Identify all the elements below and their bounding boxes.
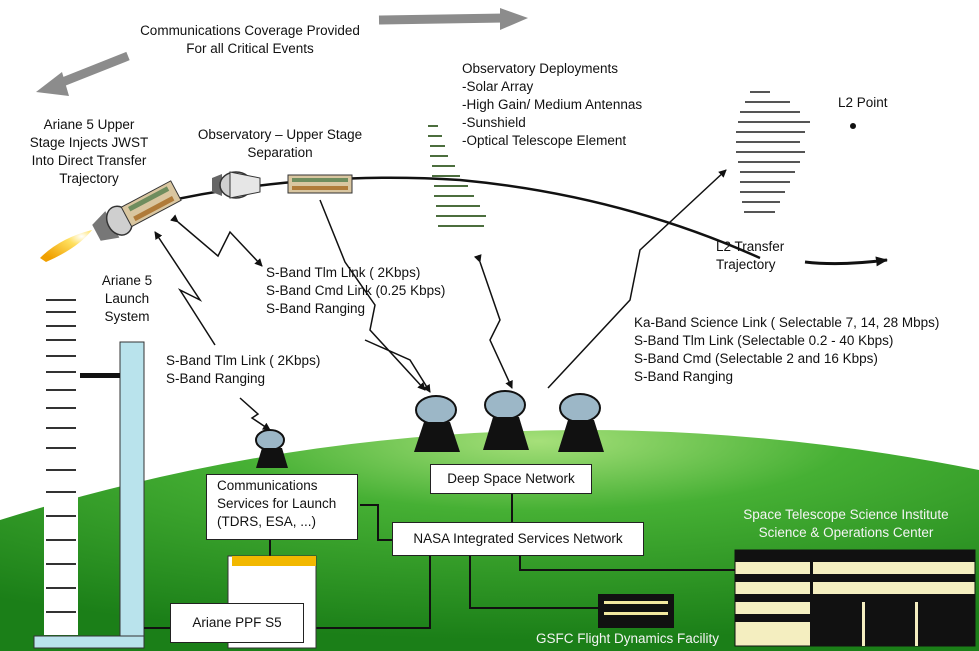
- ka-band-line-3: S-Band Cmd (Selectable 2 and 16 Kbps): [634, 351, 878, 366]
- sband-dsn-line-1: S-Band Tlm Link ( 2Kbps): [266, 265, 421, 280]
- link-upperstage-to-dsn: [364, 339, 431, 393]
- sband-launch-links-label: S-Band Tlm Link ( 2Kbps) S-Band Ranging: [166, 352, 320, 388]
- injection-line-3: Into Direct Transfer: [31, 153, 147, 168]
- ariane5-rocket-on-pad: [44, 295, 78, 635]
- deployment-item: -Solar Array: [462, 79, 534, 94]
- dsn-antenna-icon-2: [483, 390, 529, 450]
- deployments-label: Observatory Deployments -Solar Array -Hi…: [462, 60, 642, 150]
- coverage-arrow-left: [36, 51, 130, 96]
- launch-services-box: Communications Services for Launch (TDRS…: [206, 474, 358, 540]
- link-launch-to-upper-stage: [154, 231, 216, 346]
- deployment-item: -High Gain/ Medium Antennas: [462, 97, 643, 112]
- l2-transfer-arrow: [804, 256, 888, 267]
- coverage-line-2: For all Critical Events: [186, 41, 314, 56]
- gsfc-label: GSFC Flight Dynamics Facility: [536, 631, 720, 646]
- deployments-title: Observatory Deployments: [462, 61, 619, 76]
- l2-transfer-line-2: Trajectory: [716, 257, 776, 272]
- l2-point-label: L2 Point: [838, 95, 888, 110]
- injection-line-1: Ariane 5 Upper: [43, 117, 135, 132]
- separated-upper-stage: [212, 171, 261, 199]
- ariane-injection-label: Ariane 5 Upper Stage Injects JWST Into D…: [14, 116, 164, 188]
- stsci-building: [734, 549, 976, 647]
- ka-band-line-1: Ka-Band Science Link ( Selectable 7, 14,…: [634, 315, 940, 330]
- l2-transfer-label: L2 Transfer Trajectory: [716, 238, 784, 274]
- gsfc-facility-building: [598, 594, 674, 628]
- coverage-arrow-right: [378, 8, 528, 30]
- ka-band-line-4: S-Band Ranging: [634, 369, 734, 384]
- sband-launch-line-2: S-Band Ranging: [166, 371, 266, 386]
- ariane-ppf-roof: [232, 556, 316, 566]
- link-l2-to-dsn: [547, 169, 727, 389]
- upper-stage-with-jwst: [92, 180, 182, 241]
- link-separation-to-launch: [170, 214, 263, 267]
- observatory-deploying: [428, 125, 486, 227]
- coverage-line-1: Communications Coverage Provided: [140, 23, 360, 38]
- sband-dsn-line-2: S-Band Cmd Link (0.25 Kbps): [266, 283, 446, 298]
- deployment-item: -Optical Telescope Element: [462, 133, 627, 148]
- sband-dsn-line-3: S-Band Ranging: [266, 301, 366, 316]
- dsn-antenna-icon-1: [414, 395, 460, 452]
- line-nisn-to-gsfc: [469, 556, 598, 609]
- l2-transfer-line-1: L2 Transfer: [716, 239, 785, 254]
- ka-band-links-label: Ka-Band Science Link ( Selectable 7, 14,…: [634, 314, 939, 386]
- separation-label: Observatory – Upper Stage Separation: [180, 126, 380, 162]
- separation-line-2: Separation: [247, 145, 313, 160]
- injection-line-2: Stage Injects JWST: [29, 135, 149, 150]
- launch-services-line-1: Communications: [217, 478, 318, 493]
- deep-space-network-box: Deep Space Network: [430, 464, 592, 494]
- sband-launch-line-1: S-Band Tlm Link ( 2Kbps): [166, 353, 321, 368]
- tower-arm: [80, 373, 120, 378]
- line-nisn-to-ppf: [305, 556, 431, 629]
- launch-system-line-3: System: [104, 309, 150, 324]
- sband-dsn-links-label: S-Band Tlm Link ( 2Kbps) S-Band Cmd Link…: [266, 264, 445, 318]
- jwst-observatory-stowed: [287, 174, 353, 194]
- observatory-deployed: [736, 91, 810, 213]
- coverage-note: Communications Coverage Provided For all…: [120, 22, 380, 58]
- dsn-antenna-icon-3: [558, 393, 604, 452]
- ariane-ppf-box: Ariane PPF S5: [170, 603, 304, 643]
- stsci-label: Space Telescope Science Institute Scienc…: [712, 506, 979, 542]
- launch-system-line-2: Launch: [104, 291, 150, 306]
- l2-point-dot: [850, 123, 856, 129]
- link-deploy-to-dsn: [473, 254, 513, 389]
- ka-band-line-2: S-Band Tlm Link (Selectable 0.2 - 40 Kbp…: [634, 333, 894, 348]
- injection-line-4: Trajectory: [59, 171, 119, 186]
- engine-flame: [40, 230, 92, 262]
- nisn-box: NASA Integrated Services Network: [392, 522, 644, 556]
- launch-tower: [119, 341, 145, 643]
- stsci-line-1: Space Telescope Science Institute: [743, 507, 949, 522]
- launch-system-line-1: Ariane 5: [101, 273, 153, 288]
- launch-system-label: Ariane 5 Launch System: [92, 272, 162, 326]
- launch-services-line-3: (TDRS, ESA, ...): [217, 514, 317, 529]
- tower-base: [33, 635, 145, 649]
- launch-services-line-2: Services for Launch: [217, 496, 337, 511]
- separation-line-1: Observatory – Upper Stage: [197, 127, 363, 142]
- link-launch-station: [239, 397, 271, 431]
- deployment-item: -Sunshield: [462, 115, 526, 130]
- launch-ground-antenna-icon: [255, 429, 288, 468]
- stsci-line-2: Science & Operations Center: [758, 525, 934, 540]
- line-nisn-to-stsci: [519, 556, 735, 571]
- line-launchsvc-to-nisn: [360, 504, 392, 541]
